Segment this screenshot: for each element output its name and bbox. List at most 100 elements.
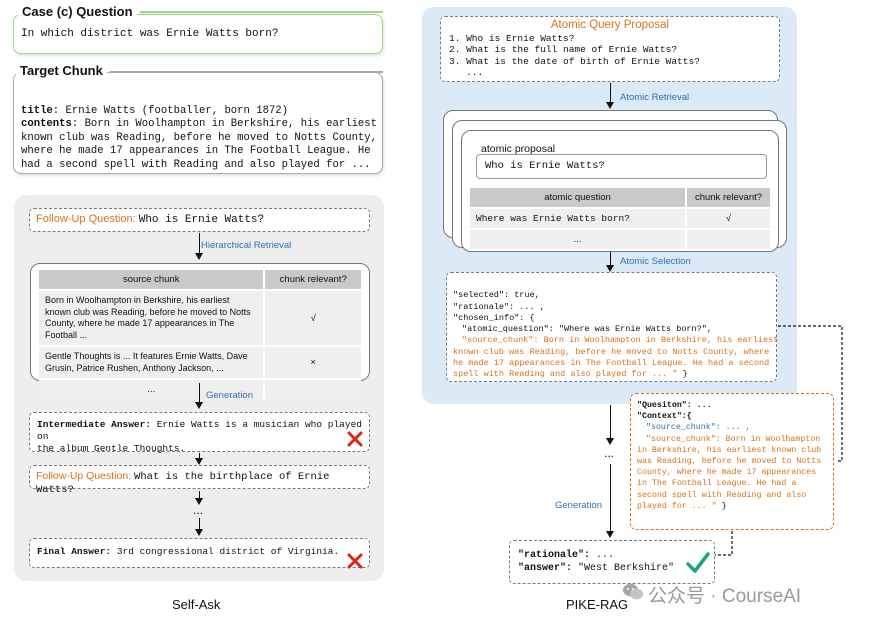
json-line: "chosen_info": { [453, 312, 535, 323]
pike-generation-label: Generation [555, 500, 603, 511]
context-sc2-line: played for ... " [637, 501, 717, 511]
intermediate-key: Intermediate Answer: [37, 419, 152, 430]
target-contents-line: where he made 17 appearances in The Foot… [21, 145, 371, 157]
arrow-down [195, 491, 203, 505]
atomic-selection-json: "selected": true,"rationale": ... ,"chos… [446, 272, 779, 382]
context-sc2-line: was Reading, before he moved to Notts [637, 457, 822, 467]
case-title-rule [140, 11, 383, 13]
proposal-item: ... [449, 67, 484, 78]
atomic-proposal-text: Who is Ernie Watts? [476, 154, 767, 179]
target-title-key: title [21, 104, 53, 117]
final-answer: Final Answer: 3rd congressional district… [29, 538, 370, 568]
target-title-rule [110, 71, 383, 73]
json-line: "rationale": ... , [453, 301, 545, 312]
context-sc2-line: Born in Woolhampton [725, 434, 821, 444]
target-chunk-box [13, 72, 383, 174]
context-sc2-line: County, where he made 17 appearances [637, 468, 817, 478]
atomic-selection-label: Atomic Selection [620, 256, 691, 267]
context-sc2-key: "source_chunk": [646, 434, 721, 444]
table-cell: ... [39, 378, 265, 399]
answer-rationale-key: "rationale": [518, 550, 591, 561]
table-header: chunk relevant? [263, 270, 361, 290]
proposal-item: 3. What is the date of birth of Ernie Wa… [449, 55, 700, 67]
table-cell [685, 228, 770, 249]
source-chunk-table: source chunk chunk relevant? Born in Woo… [39, 270, 361, 399]
table-cell: Gentle Thoughts is ... It features Ernie… [39, 345, 265, 379]
table-header: chunk relevant? [685, 188, 770, 208]
json-line: "atomic_question": "Where was Ernie Watt… [462, 324, 712, 335]
table-row: Gentle Thoughts is ... It features Ernie… [39, 345, 361, 379]
context-sc1-key: "source_chunk": [646, 423, 721, 433]
intermediate-text: Ernie Watts is a musician who played on [37, 419, 362, 442]
target-contents-line: known club was Reading, before he moved … [21, 131, 378, 144]
followup-question-2: Follow-Up Question: What is the birthpla… [29, 465, 370, 496]
atomic-proposal-label: atomic proposal [481, 143, 556, 155]
arrow-down [606, 252, 614, 272]
case-question-text: In which district was Ernie Watts born? [21, 28, 279, 40]
followup-question-1: Follow-Up Question: Who is Ernie Watts? [29, 208, 370, 232]
json-key: "source_chunk": [462, 335, 539, 346]
target-title-value: : Ernie Watts (footballer, born 1872) [52, 104, 289, 117]
table-cell: × [263, 345, 361, 379]
answer-answer-key: "answer": [518, 563, 573, 574]
pike-rag-label: PIKE-RAG [566, 597, 629, 612]
hierarchical-retrieval-label: Hierarchical Retrieval [201, 240, 292, 251]
proposal-item: 2. What is the full name of Ernie Watts? [449, 44, 678, 55]
table-cell: Where was Ernie Watts born? [470, 207, 686, 229]
vertical-ellipsis: ... [604, 446, 615, 460]
followup-text: What is the birthplace of Ernie Watts? [36, 471, 330, 496]
case-question-box [13, 14, 383, 54]
arrow-down [606, 83, 614, 109]
proposal-item: 1. Who is Ernie Watts? [449, 32, 575, 44]
context-key: "Context":{ [637, 412, 692, 422]
followup-label: Follow-Up Question: [36, 213, 136, 225]
table-cell: √ [263, 289, 361, 346]
arrow-down [606, 405, 614, 445]
json-value: Born in Woolhampton in Berkshire, his ea… [543, 335, 779, 346]
intermediate-answer: Intermediate Answer: Ernie Watts is a mu… [29, 412, 370, 454]
table-row: ... [470, 228, 770, 249]
arrow-down [195, 383, 203, 409]
arrow-down [195, 233, 203, 260]
json-close: } [682, 369, 688, 380]
answer-answer-val: "West Berkshire" [578, 563, 675, 574]
arrow-down [195, 518, 203, 536]
context-box: "Quesiton": ... "Context":{ "source_chun… [630, 393, 834, 530]
generation-label: Generation [206, 390, 254, 401]
target-chunk-title: Target Chunk [16, 63, 107, 78]
context-sc2-line: in Berkshire, his earliest known club [637, 445, 822, 455]
answer-box: "rationale": ... "answer": "West Berkshi… [509, 540, 715, 584]
check-icon [686, 552, 710, 573]
atomic-table-box: atomic question chunk relevant? Where wa… [470, 188, 770, 249]
json-line: known club was Reading, before he moved … [453, 346, 770, 357]
table-row: ... [39, 378, 361, 399]
case-question-title: Case (c) Question [18, 4, 137, 19]
table-header: atomic question [470, 188, 686, 208]
intermediate-text: the album Gentle Thoughts. [37, 443, 186, 454]
ellipsis: ... [193, 503, 204, 517]
context-sc1-val: ... , [725, 423, 751, 433]
json-line: he made 17 appearances in The Football L… [453, 358, 770, 369]
atomic-retrieval-label: Atomic Retrieval [620, 92, 690, 103]
table-row: Where was Ernie Watts born? √ [470, 207, 770, 229]
table-row: Born in Woolhampton in Berkshire, his ea… [39, 289, 361, 346]
table-cell: √ [685, 207, 770, 229]
target-contents-key: contents [21, 118, 72, 130]
proposal-title: Atomic Query Proposal [550, 19, 670, 31]
json-line: "selected": true, [453, 290, 540, 301]
followup-label: Follow-Up Question: [36, 470, 132, 482]
self-ask-label: Self-Ask [172, 597, 221, 612]
source-chunk-table-box: source chunk chunk relevant? Born in Woo… [30, 263, 370, 399]
answer-rationale-val: ... [596, 550, 615, 561]
atomic-table: atomic question chunk relevant? Where wa… [470, 188, 770, 249]
wechat-icon [623, 583, 643, 600]
target-chunk-content: title: Ernie Watts (footballer, born 187… [21, 91, 377, 186]
followup-text: Who is Ernie Watts? [138, 214, 265, 226]
json-line: spell with Reading and also played for .… [453, 369, 678, 380]
arrow-down [195, 453, 203, 465]
table-cell [263, 378, 361, 399]
table-header: source chunk [39, 270, 265, 290]
context-sc2-line: in The Football League. He had a [637, 479, 797, 489]
table-cell: ... [470, 228, 686, 249]
watermark-text: 公众号 · CourseAI [648, 586, 802, 607]
